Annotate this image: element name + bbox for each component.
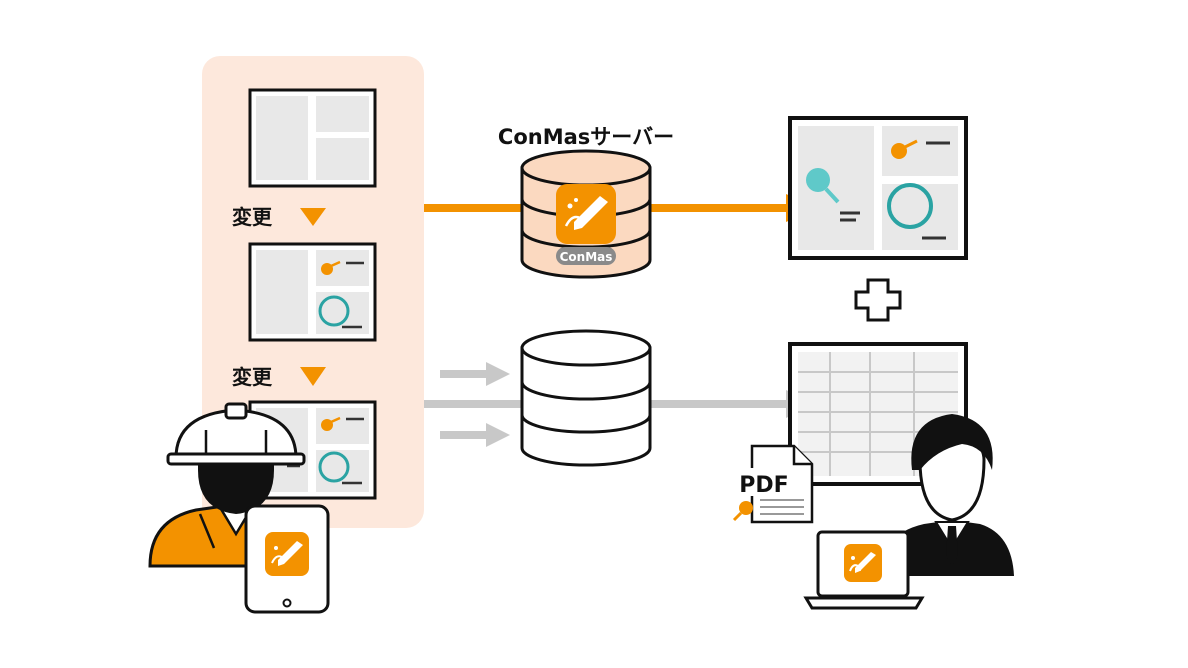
database-icon (520, 329, 652, 467)
form-version-2 (248, 242, 377, 342)
pdf-document-icon (732, 444, 814, 524)
server-badge: ConMas (560, 250, 613, 264)
conmas-app-icon (265, 532, 309, 576)
conmas-app-icon (556, 184, 616, 244)
server-title: ConMasサーバー (498, 125, 674, 149)
down-triangle-icon (300, 367, 326, 386)
change-label-2: 変更 (232, 365, 273, 389)
server-badge-bg (556, 247, 616, 265)
form-version-1 (248, 88, 377, 188)
down-triangle-icon (300, 208, 326, 226)
gray-small-arrowhead (486, 423, 510, 447)
change-label-1: 変更 (232, 205, 273, 229)
conmas-app-icon (844, 544, 882, 582)
gray-small-arrowhead (486, 362, 510, 386)
pdf-label: PDF (739, 473, 788, 498)
businessman-icon (880, 414, 1014, 576)
output-form (788, 116, 968, 260)
plus-icon (854, 278, 902, 322)
